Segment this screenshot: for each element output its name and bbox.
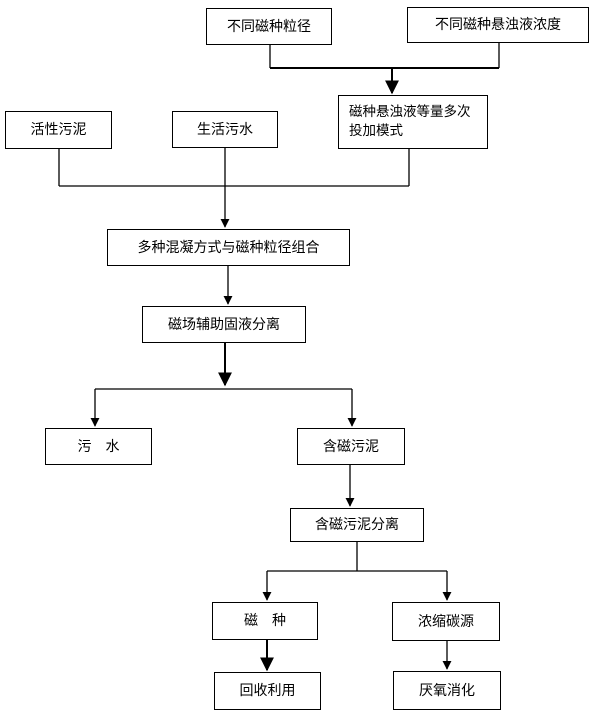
anaerobic-digestion-box: 厌氧消化 <box>393 671 501 710</box>
sludge-separation-label: 含磁污泥分离 <box>315 517 399 533</box>
solid-liquid-separation-label: 磁场辅助固液分离 <box>168 316 280 333</box>
carbon-source-box: 浓缩碳源 <box>392 602 500 641</box>
domestic-sewage-label: 生活污水 <box>197 121 253 138</box>
magnetic-seed-particle-size-box: 不同磁种粒径 <box>206 8 332 45</box>
sewage-output-box: 污 水 <box>45 428 152 465</box>
activated-sludge-label: 活性污泥 <box>30 122 87 138</box>
magnetic-seed-particle-size-label: 不同磁种粒径 <box>227 18 311 35</box>
coagulation-combination-box: 多种混凝方式与磁种粒径组合 <box>107 229 350 266</box>
magnetic-sludge-label: 含磁污泥 <box>323 438 379 455</box>
sewage-output-label: 污 水 <box>77 438 120 455</box>
anaerobic-digestion-label: 厌氧消化 <box>419 682 475 699</box>
magnetic-seed-output-label: 磁 种 <box>244 613 286 629</box>
suspension-concentration-box: 不同磁种悬浊液浓度 <box>407 7 589 43</box>
dosing-mode-box: 磁种悬浊液等量多次投加模式 <box>338 95 488 149</box>
suspension-concentration-label: 不同磁种悬浊液浓度 <box>435 17 561 33</box>
dosing-mode-label: 磁种悬浊液等量多次投加模式 <box>349 104 471 139</box>
carbon-source-label: 浓缩碳源 <box>418 613 474 630</box>
recycling-box: 回收利用 <box>214 672 321 710</box>
sludge-separation-box: 含磁污泥分离 <box>290 508 424 542</box>
coagulation-combination-label: 多种混凝方式与磁种粒径组合 <box>137 239 320 256</box>
solid-liquid-separation-box: 磁场辅助固液分离 <box>142 306 306 343</box>
domestic-sewage-box: 生活污水 <box>172 111 278 148</box>
activated-sludge-box: 活性污泥 <box>5 111 112 149</box>
recycling-label: 回收利用 <box>239 683 296 699</box>
magnetic-sludge-box: 含磁污泥 <box>297 428 405 465</box>
magnetic-seed-output-box: 磁 种 <box>212 602 318 640</box>
